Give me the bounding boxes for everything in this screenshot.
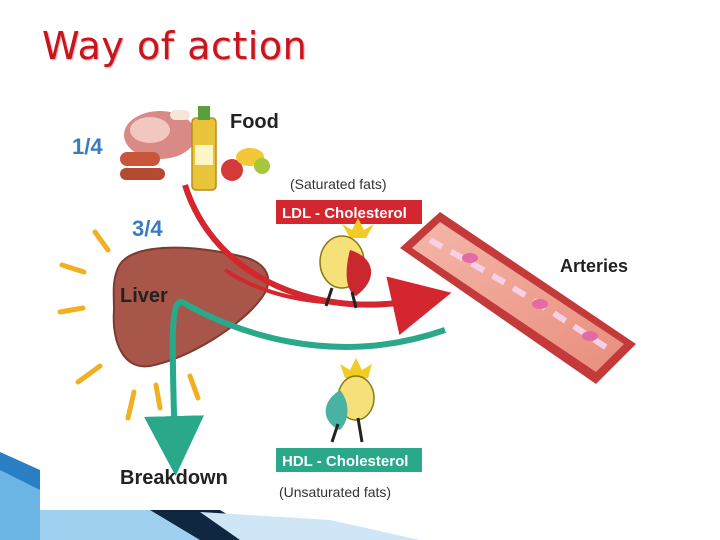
ldl-note: (Saturated fats) — [290, 176, 387, 192]
hdl-box — [276, 448, 422, 472]
ldl-box — [276, 200, 422, 224]
breakdown-label: Breakdown — [120, 467, 228, 489]
hdl-box-label: HDL - Cholesterol — [282, 453, 408, 470]
slide-title: Way of action — [42, 24, 308, 68]
liver-ldl-arrow — [223, 268, 431, 306]
fraction-liver: 3/4 — [132, 216, 163, 241]
hdl-character-icon — [325, 358, 375, 443]
artery-icon — [400, 212, 636, 384]
food-icon — [120, 106, 270, 191]
liver-rays — [57, 229, 201, 421]
arteries-label: Arteries — [560, 256, 628, 276]
hdl-note: (Unsaturated fats) — [279, 484, 391, 500]
fraction-food: 1/4 — [72, 134, 103, 159]
hdl-arrow — [144, 299, 446, 476]
food-label: Food — [230, 111, 279, 133]
liver-label: Liver — [120, 285, 168, 307]
ldl-box-label: LDL - Cholesterol — [282, 205, 407, 222]
ldl-character-icon — [319, 218, 374, 309]
slide-decoration — [0, 452, 420, 540]
